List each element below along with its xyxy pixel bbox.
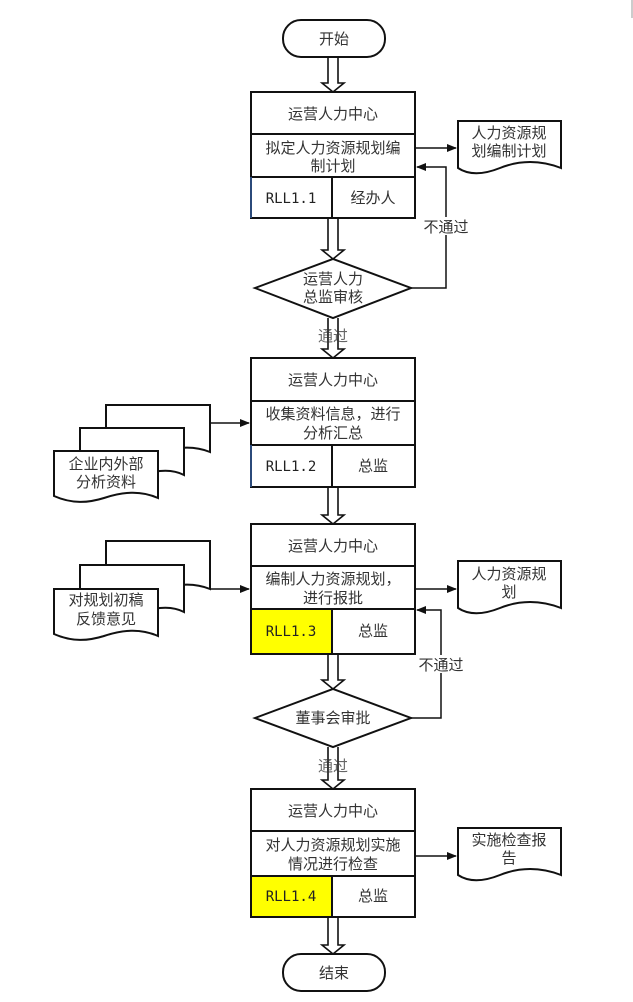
decision-1: 运营人力 总监审核	[252, 257, 414, 320]
input-text: 对规划初稿	[68, 591, 143, 609]
step-task-line: 编制人力资源规划，	[265, 570, 400, 588]
step-dept: 运营人力中心	[288, 537, 378, 555]
flow-arrow	[319, 57, 347, 94]
fail-label: 不通过	[423, 218, 468, 236]
step-code: RLL1.2	[266, 459, 317, 475]
start-terminator: 开始	[282, 19, 386, 58]
pass-label: 通过	[318, 327, 348, 345]
step-dept: 运营人力中心	[288, 105, 378, 123]
decision-text: 董事会审批	[295, 709, 370, 727]
code-highlight	[252, 877, 332, 916]
flow-arrow	[319, 218, 347, 261]
output-text: 人力资源规	[471, 124, 546, 142]
input-text: 企业内外部	[68, 455, 143, 473]
step-task-line: 收集资料信息，进行	[265, 405, 400, 423]
output-document-1: 人力资源规 划编制计划	[457, 120, 562, 175]
step-code: RLL1.4	[266, 889, 317, 905]
output-document-3: 实施检查报 告	[457, 827, 562, 882]
step-code: RLL1.1	[266, 191, 317, 207]
start-label: 开始	[319, 30, 349, 48]
output-text: 告	[501, 849, 516, 867]
code-highlight	[252, 610, 332, 653]
step-code: RLL1.3	[266, 624, 317, 640]
step-task-line: 对人力资源规划实施	[265, 836, 400, 854]
fail-label: 不通过	[418, 656, 463, 674]
step-task-line: 拟定人力资源规划编	[265, 139, 400, 157]
process-step-3: 运营人力中心 编制人力资源规划， 进行报批 RLL1.3 总监	[250, 523, 416, 655]
process-step-4: 运营人力中心 对人力资源规划实施 情况进行检查 RLL1.4 总监	[250, 788, 416, 918]
step-dept: 运营人力中心	[288, 371, 378, 389]
step-task-line: 进行报批	[303, 589, 363, 607]
input-text: 分析资料	[76, 473, 136, 491]
step-task-line: 制计划	[310, 157, 355, 175]
step-task-line: 情况进行检查	[288, 855, 378, 873]
output-text: 划编制计划	[471, 142, 546, 160]
flow-arrow	[319, 654, 347, 691]
step-role: 总监	[358, 887, 388, 905]
output-text: 人力资源规	[471, 565, 546, 583]
end-terminator: 结束	[282, 953, 386, 992]
step-dept: 运营人力中心	[288, 802, 378, 820]
step-role: 总监	[358, 622, 388, 640]
output-text: 划	[501, 583, 516, 601]
process-step-2: 运营人力中心 收集资料信息，进行 分析汇总 RLL1.2 总监	[250, 357, 416, 488]
step-task-line: 分析汇总	[303, 424, 363, 442]
flow-arrow	[319, 487, 347, 526]
step-role: 总监	[358, 457, 388, 475]
input-multidocument-1: 企业内外部 分析资料	[53, 404, 211, 503]
output-document-2: 人力资源规 划	[457, 560, 562, 615]
flow-arrow	[319, 917, 347, 956]
decision-text: 总监审核	[303, 288, 363, 306]
input-multidocument-2: 对规划初稿 反馈意见	[53, 540, 211, 641]
output-text: 实施检查报	[471, 831, 546, 849]
end-label: 结束	[319, 964, 349, 982]
input-text: 反馈意见	[76, 610, 136, 628]
process-step-1: 运营人力中心 拟定人力资源规划编 制计划 RLL1.1 经办人	[250, 91, 416, 219]
pass-label: 通过	[318, 757, 348, 775]
decision-2: 董事会审批	[252, 687, 414, 749]
step-role: 经办人	[350, 189, 395, 207]
decision-text: 运营人力	[303, 270, 363, 288]
